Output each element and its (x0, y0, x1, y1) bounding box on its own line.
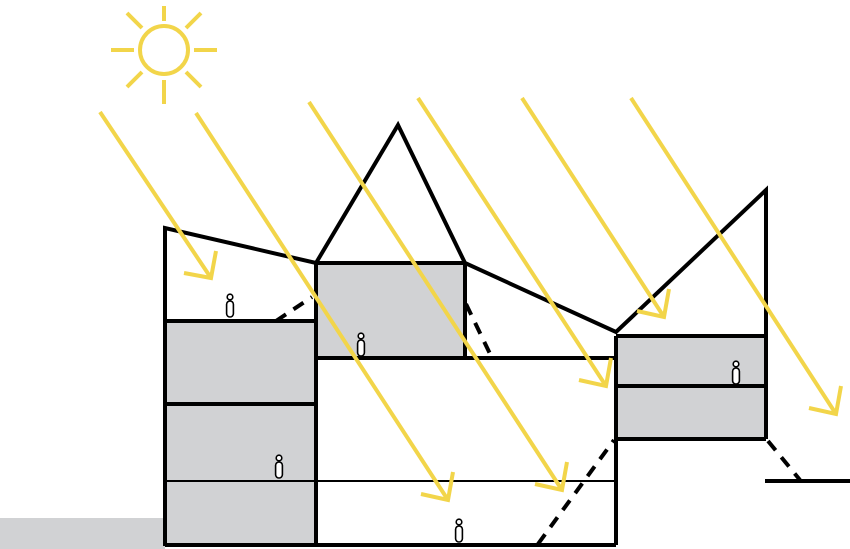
dash-stair-main (536, 438, 616, 546)
ground-left (0, 518, 165, 549)
left-floor-middle (165, 404, 315, 481)
building-outline (163, 120, 768, 547)
person-icon (731, 360, 741, 385)
people (225, 293, 741, 543)
roof-outline (163, 120, 768, 546)
sunlight-arrow (98, 110, 218, 281)
center-loft (316, 263, 465, 358)
person-icon (454, 518, 464, 543)
person-icon (225, 293, 235, 318)
filled-floors (165, 263, 766, 545)
person-icon (356, 332, 366, 357)
sunlight-arrow (520, 96, 671, 320)
sunlight-arrow (629, 96, 843, 417)
dash-left-stair (274, 295, 314, 323)
left-floor-upper (165, 321, 315, 404)
left-floor-lower (165, 481, 315, 545)
sun-icon (111, 6, 217, 104)
right-floor-upper (616, 336, 766, 386)
sunlight-arrows (98, 96, 843, 503)
dash-center-right (464, 303, 495, 361)
right-floor-lower (616, 386, 766, 439)
person-icon (274, 454, 284, 479)
dash-right-exterior (766, 439, 802, 482)
sunlight-arrow (307, 100, 569, 493)
dashed-lines (274, 295, 802, 546)
sunlight-arrow (416, 96, 613, 389)
sunlight-arrow (194, 111, 455, 503)
